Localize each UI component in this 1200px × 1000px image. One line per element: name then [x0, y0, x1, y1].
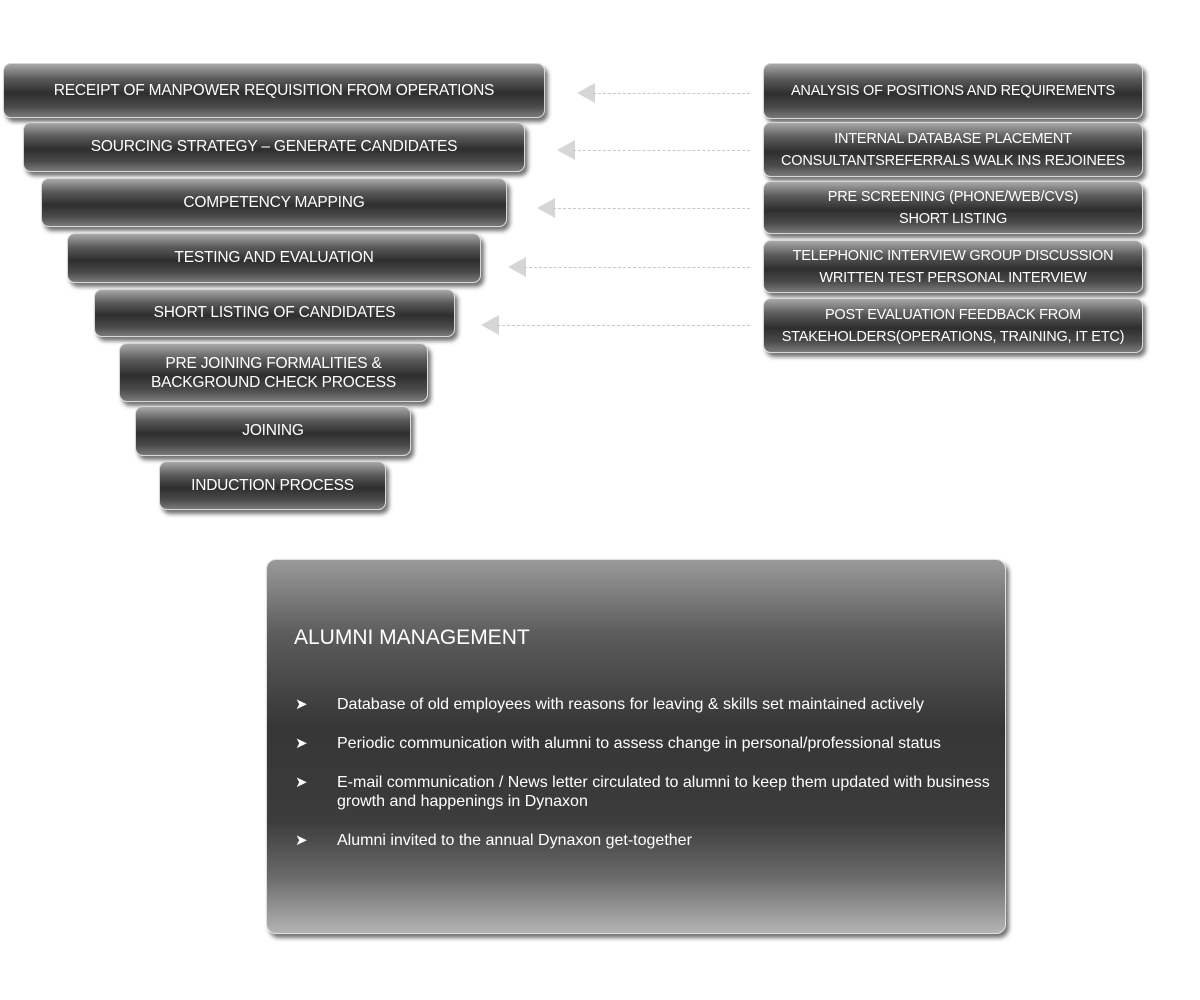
arrow-1	[577, 83, 750, 103]
arrow-3	[537, 198, 750, 218]
funnel-step-5: SHORT LISTING OF CANDIDATES	[94, 289, 455, 337]
arrow-left-icon	[481, 315, 499, 335]
funnel-step-6: PRE JOINING FORMALITIES & BACKGROUND CHE…	[119, 343, 428, 402]
arrowhead-bullet-icon: ➤	[295, 735, 308, 752]
list-item: ➤ E-mail communication / News letter circ…	[295, 773, 995, 811]
arrowhead-bullet-icon: ➤	[295, 774, 308, 791]
detail-box-2: INTERNAL DATABASE PLACEMENT CONSULTANTSR…	[763, 122, 1143, 177]
list-item-text: Alumni invited to the annual Dynaxon get…	[337, 832, 692, 849]
arrow-left-icon	[508, 257, 526, 277]
funnel-step-8: INDUCTION PROCESS	[159, 461, 386, 510]
list-item: ➤ Alumni invited to the annual Dynaxon ge…	[295, 831, 995, 850]
detail-box-3: PRE SCREENING (PHONE/WEB/CVS) SHORT LIST…	[763, 181, 1143, 234]
alumni-title: ALUMNI MANAGEMENT	[294, 626, 530, 649]
list-item: ➤ Periodic communication with alumni to a…	[295, 734, 995, 753]
funnel-step-7: JOINING	[135, 406, 411, 456]
funnel-step-4: TESTING AND EVALUATION	[67, 233, 481, 283]
list-item: ➤ Database of old employees with reasons …	[295, 695, 995, 714]
arrow-4	[508, 257, 750, 277]
alumni-management-panel: ALUMNI MANAGEMENT ➤ Database of old emplo…	[266, 559, 1006, 934]
arrowhead-bullet-icon: ➤	[295, 696, 308, 713]
list-item-text: Periodic communication with alumni to as…	[337, 735, 941, 752]
list-item-text: E-mail communication / News letter circu…	[337, 774, 990, 810]
arrow-left-icon	[557, 140, 575, 160]
funnel-step-3: COMPETENCY MAPPING	[41, 178, 507, 227]
list-item-text: Database of old employees with reasons f…	[337, 696, 924, 713]
alumni-list: ➤ Database of old employees with reasons …	[295, 695, 995, 870]
arrow-2	[557, 140, 750, 160]
arrow-5	[481, 315, 750, 335]
arrowhead-bullet-icon: ➤	[295, 832, 308, 849]
detail-box-5: POST EVALUATION FEEDBACK FROM STAKEHOLDE…	[763, 298, 1143, 353]
funnel-step-2: SOURCING STRATEGY – GENERATE CANDIDATES	[23, 122, 525, 172]
funnel-step-1: RECEIPT OF MANPOWER REQUISITION FROM OPE…	[3, 63, 545, 118]
detail-box-1: ANALYSIS OF POSITIONS AND REQUIREMENTS	[763, 63, 1143, 119]
arrow-left-icon	[577, 83, 595, 103]
arrow-left-icon	[537, 198, 555, 218]
detail-box-4: TELEPHONIC INTERVIEW GROUP DISCUSSION WR…	[763, 240, 1143, 293]
